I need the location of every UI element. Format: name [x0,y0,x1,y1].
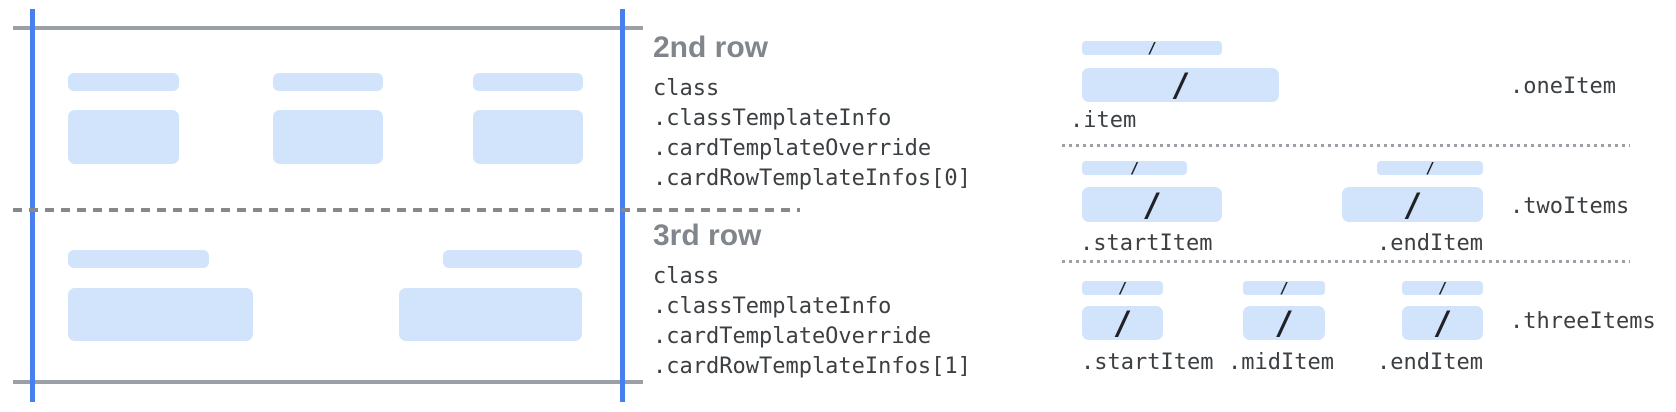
item-label-bar: / [1377,158,1483,177]
path-line: .cardRowTemplateInfos[1] [653,354,971,379]
slash-glyph: / [1437,278,1448,297]
item-value-bar: / [1082,306,1163,340]
slash-glyph: / [1402,185,1423,224]
item-label-bar: / [1082,38,1222,57]
field-value-bar [273,110,383,164]
slash-glyph: / [1274,304,1294,342]
card-right-edge-line [620,9,625,402]
slash-glyph: / [1129,158,1140,177]
card-top-line [13,26,643,30]
item-value-bar: / [1243,306,1325,340]
item-value-bar: / [1082,68,1279,102]
field-value-bar [68,288,253,341]
card-left-edge-line [30,9,35,402]
field-value-bar [68,110,179,164]
path-line: .cardTemplateOverride [653,324,932,349]
section-divider-dotted-line [1062,144,1630,147]
item-label-bar: / [1082,158,1187,177]
item-label: .endItem [1377,231,1483,256]
slash-glyph: / [1147,38,1157,57]
field-label-bar [473,73,583,91]
item-label-bar: / [1402,278,1483,297]
field-value-bar [473,110,583,164]
slash-glyph: / [1112,304,1133,342]
path-line: class [653,264,720,289]
path-line: .cardRowTemplateInfos[0] [653,166,971,191]
card-bottom-line [13,380,643,384]
section-divider-dotted-line [1062,260,1630,263]
slash-glyph: / [1142,185,1162,224]
item-label: .startItem [1081,350,1214,375]
row-divider-dashed-line [13,208,800,212]
path-line: .cardTemplateOverride [653,136,932,161]
row3-heading: 3rd row [653,219,762,252]
section-name-label: .oneItem [1510,74,1616,99]
slash-glyph: / [1279,278,1289,297]
item-label: .endItem [1377,350,1483,375]
item-value-bar: / [1082,187,1222,222]
field-label-bar [273,73,383,91]
slash-glyph: / [1117,278,1128,297]
field-value-bar [399,288,582,341]
section-name-label: .twoItems [1510,194,1630,219]
item-label: .midItem [1228,350,1334,375]
item-value-bar: / [1402,306,1483,340]
path-line: class [653,76,720,101]
item-label-bar: / [1082,278,1163,297]
row2-heading: 2nd row [653,31,769,64]
section-name-label: .threeItems [1510,309,1656,334]
row2-path: class .classTemplateInfo .cardTemplateOv… [653,74,971,194]
row3-path: class .classTemplateInfo .cardTemplateOv… [653,262,971,382]
path-line: .classTemplateInfo [653,106,892,131]
item-label: .item [1070,108,1137,133]
path-line: .classTemplateInfo [653,294,892,319]
item-label-bar: / [1243,278,1325,297]
slash-glyph: / [1425,158,1435,177]
slash-glyph: / [1170,66,1191,104]
field-label-bar [68,250,209,268]
slash-glyph: / [1432,304,1453,342]
field-label-bar [443,250,582,268]
item-value-bar: / [1342,187,1483,222]
field-label-bar [68,73,179,91]
item-label: .startItem [1080,231,1213,256]
